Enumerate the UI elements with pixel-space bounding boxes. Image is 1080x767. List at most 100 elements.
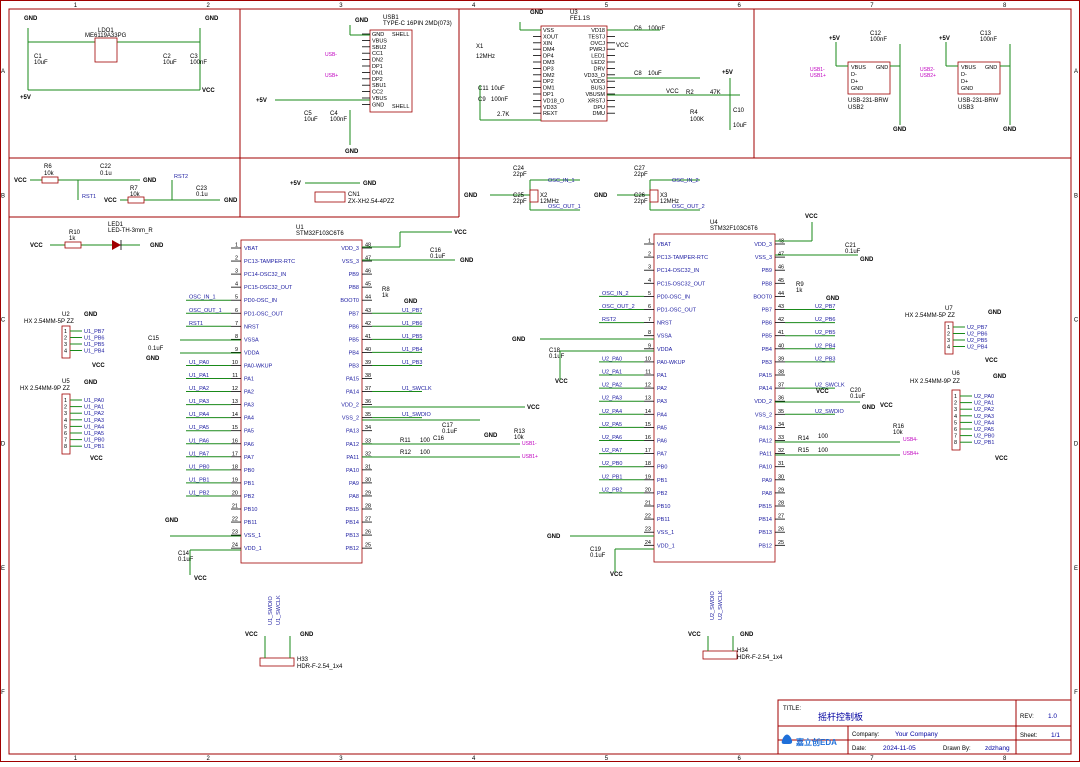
usb1-net2: USB+	[325, 73, 338, 79]
u6-pin-number: 1	[954, 394, 957, 400]
u1-left-net-label: U1_PB1	[189, 477, 210, 483]
h34-ref: H34	[737, 648, 749, 654]
u1-ref: U1	[296, 225, 304, 231]
u5-net-label: U1_PA4	[84, 424, 104, 430]
reset-c22: C22	[100, 164, 112, 170]
hub-left-pin-label: DP3	[543, 66, 554, 72]
company-value: Your Company	[895, 731, 939, 738]
usb2-connector	[847, 61, 891, 95]
u1-right-pin-number: 33	[365, 438, 371, 444]
u1-c15v: 0.1uF	[148, 346, 164, 352]
u4-usb-p: USB4+	[903, 451, 919, 457]
u2-vcc: VCC	[92, 363, 105, 369]
usb1-pin-label: CC1	[372, 51, 383, 57]
u1-left-pin-number: 15	[232, 425, 238, 431]
u4-left-pin-name: PA3	[657, 399, 667, 405]
u2-net-label: U1_PB6	[84, 336, 105, 342]
u1-gnd-top: GND	[460, 258, 474, 264]
u4-right-pin-name: PB14	[759, 517, 772, 523]
u4-right-pin-number: 42	[778, 317, 784, 323]
u1-right-pin-number: 25	[365, 543, 371, 549]
u4-r14: R14	[798, 436, 810, 442]
hub-c11v: 10uF	[491, 86, 505, 92]
hub-left-pin-label: XOUT	[543, 34, 559, 40]
reset-c22v: 0.1u	[100, 171, 112, 177]
u4-right-pin-number: 31	[778, 461, 784, 467]
grid-row-right: E	[1074, 566, 1078, 572]
u4-c18v: 0.1uF	[549, 354, 565, 360]
u1-gnd-boot: GND	[404, 299, 418, 305]
hub-part: FE1.1S	[570, 16, 590, 22]
u1-right-pin-number: 44	[365, 295, 371, 301]
led-part: LED-TH-3mm_R	[108, 228, 153, 234]
u4-right-pin-name: PA8	[762, 491, 772, 497]
u1-c14v: 0.1uF	[178, 557, 194, 563]
hub-left-pin-label: REXT	[543, 111, 558, 117]
usb1-gnd1: GND	[355, 18, 369, 24]
hub-c6: C6	[634, 26, 642, 32]
u5-net-label: U1_PA2	[84, 411, 104, 417]
u1-left-pin-name: PA7	[244, 455, 254, 461]
u1-right-pin-name: PB3	[349, 363, 359, 369]
u5-header	[61, 393, 71, 455]
u1-right-pin-number: 29	[365, 490, 371, 496]
osc1-section: C24 22pF C25 22pF X2 12MHz OSC_IN_1 OSC_…	[464, 166, 581, 211]
u4-left-pin-number: 2	[648, 252, 651, 258]
reset-vcc1: VCC	[14, 178, 27, 184]
u7-pin-number: 4	[947, 345, 950, 351]
u1-right-pin-name: PA12	[346, 442, 359, 448]
grid-col-top: 6	[737, 3, 741, 9]
u4-r16: R16	[893, 424, 905, 430]
u1-right-pin-name: PB15	[346, 507, 359, 513]
u4-vcc-left: VCC	[555, 379, 568, 385]
reset-gnd: GND	[143, 178, 157, 184]
u1-right-pin-name: PA9	[349, 481, 359, 487]
u1-right-pin-name: VSS_3	[342, 259, 359, 265]
u1-left-pin-number: 11	[232, 373, 238, 379]
u1-left-pin-number: 24	[232, 543, 238, 549]
hub-c10: C10	[733, 108, 745, 114]
u6-net-label: U2_PA1	[974, 401, 994, 407]
u4-left-pin-name: VDDA	[657, 347, 673, 353]
u4-right-pin-number: 26	[778, 527, 784, 533]
u1-chip	[240, 239, 363, 564]
u2-ref: U2	[62, 312, 70, 318]
u1-right-pin-number: 35	[365, 412, 371, 418]
u2-header	[61, 325, 71, 359]
grid-row-left: F	[1, 690, 5, 696]
u1-right-pin-name: PB8	[349, 285, 359, 291]
u4-left-pin-number: 19	[645, 474, 651, 480]
u4-left-pin-name: PC14-OSC32_IN	[657, 268, 699, 274]
u4-left-pin-number: 9	[648, 343, 651, 349]
osc1-c25v: 22pF	[513, 199, 527, 205]
u4-gnd-boot: GND	[826, 296, 840, 302]
u4-left-net-label: U2_PB2	[602, 487, 623, 493]
grid-row-right: A	[1074, 69, 1078, 75]
u1-left-net-label: RST1	[189, 321, 203, 327]
u1-r12: R12	[400, 450, 412, 456]
ldo-pwr: +5V	[20, 95, 31, 101]
hub-right-pin-label: DRV	[593, 66, 605, 72]
u4-left-pin-name: PB11	[657, 517, 670, 523]
u2-pin-number: 4	[64, 349, 67, 355]
u4-left-pin-number: 15	[645, 422, 651, 428]
u4-right-pin-name: PB15	[759, 504, 772, 510]
u4-left-pin-number: 11	[645, 370, 651, 376]
u4-left-pin-name: VSSA	[657, 334, 672, 340]
cn1-ref: CN1	[348, 192, 361, 198]
u1-left-net-label: U1_PA6	[189, 438, 209, 444]
grid-row-left: B	[1, 193, 5, 199]
u4-left-pin-name: PA7	[657, 452, 667, 458]
u1-left-net-label: U1_PA4	[189, 412, 209, 418]
u4-right-pin-number: 41	[778, 330, 784, 336]
usb1-ref: USB1	[383, 15, 399, 21]
u4-right-pin-name: VSS_2	[755, 412, 772, 418]
u1-gnd-bot: GND	[165, 518, 179, 524]
u1-c15: C15	[148, 336, 160, 342]
u1-right-pin-number: 36	[365, 399, 371, 405]
usb3-pin-label: GND	[961, 86, 973, 92]
grid-col-bottom: 4	[472, 756, 476, 762]
u1-gnd-left: GND	[146, 356, 160, 362]
u1-right-pin-name: VDD_2	[341, 403, 359, 409]
